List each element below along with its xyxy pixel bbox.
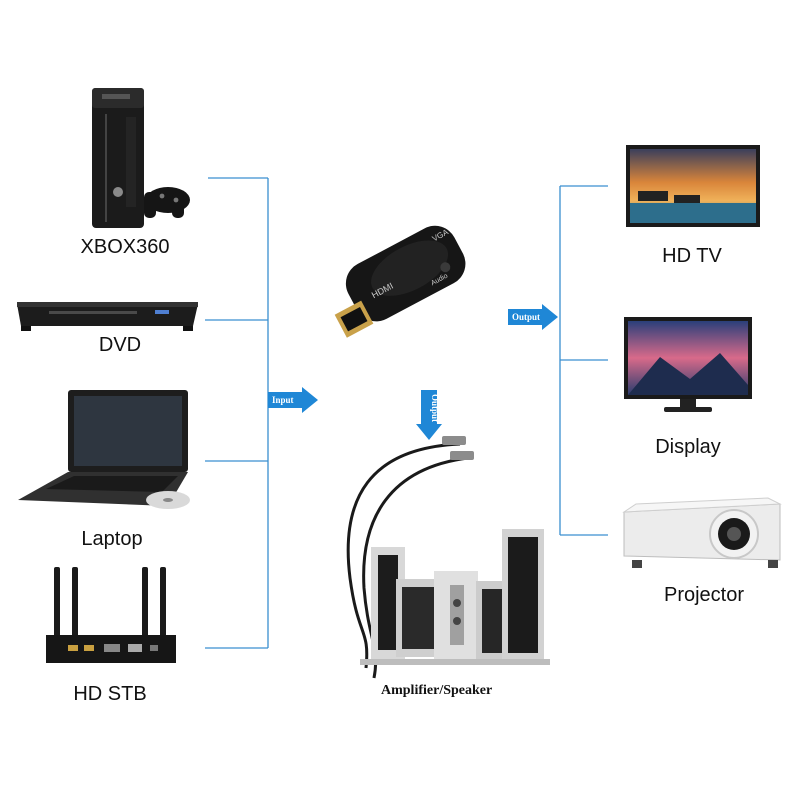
hd-stb-label: HD STB — [73, 683, 147, 705]
input-arrow: Input — [268, 387, 318, 413]
hdmi-vga-adapter-icon: HDMI VGA Audio — [334, 225, 466, 338]
display-monitor-icon — [624, 317, 752, 412]
dvd-player-icon — [17, 302, 198, 331]
dvd-label: DVD — [98, 334, 142, 356]
laptop-label: Laptop — [81, 528, 143, 550]
output-arrow-down: Output — [416, 390, 442, 440]
projector-icon — [622, 497, 782, 568]
output-arrow-right-label: Output — [512, 312, 540, 322]
amplifier-speaker-label: Amplifier/Speaker — [381, 683, 493, 698]
display-label: Display — [655, 436, 721, 458]
hd-stb-router-icon — [46, 567, 176, 663]
amplifier-speaker-icon — [360, 529, 550, 665]
xbox360-label: XBOX360 — [80, 236, 170, 258]
output-arrow-down-label: Output — [430, 394, 440, 422]
projector-label: Projector — [663, 584, 745, 606]
hd-tv-label: HD TV — [662, 245, 722, 267]
input-arrow-label: Input — [272, 395, 294, 405]
xbox360-console-icon — [92, 88, 190, 228]
hd-tv-icon — [626, 145, 760, 227]
laptop-icon — [18, 390, 190, 509]
output-arrow-right: Output — [508, 304, 558, 330]
